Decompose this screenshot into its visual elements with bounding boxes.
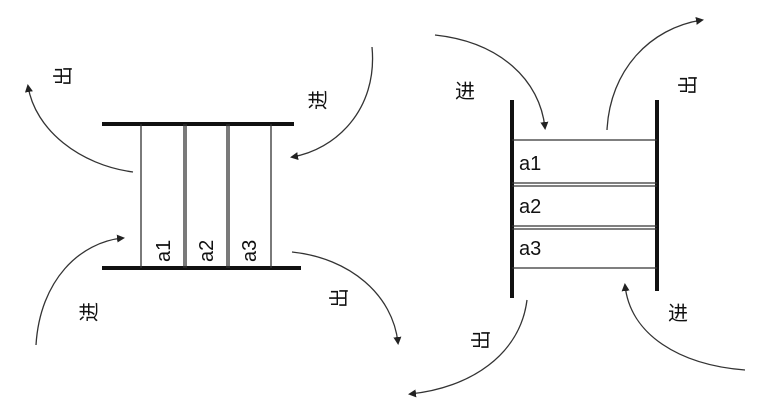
left-queue: a1 a2 a3 出 进 进 出: [24, 46, 402, 346]
label-in: 进: [455, 80, 475, 103]
label-out: 出: [52, 66, 75, 86]
arrow-in-top: [434, 34, 549, 130]
label-out: 出: [328, 288, 351, 308]
arrow-out-top: [24, 84, 134, 173]
right-queue: a1 a2 a3 进 出 出 进: [408, 16, 746, 398]
cell-a2: a2: [519, 196, 541, 218]
arrow-out-bottom: [291, 251, 402, 345]
label-in: 进: [307, 90, 330, 110]
arrow-in-bottom: [621, 283, 746, 371]
label-in: 进: [78, 302, 101, 322]
cell-a2: a2: [196, 240, 218, 262]
cell-a3: a3: [519, 238, 541, 260]
label-out: 出: [470, 330, 493, 350]
cell-a1: a1: [519, 153, 541, 175]
label-out: 出: [677, 75, 700, 95]
arrow-in-top: [290, 46, 374, 160]
arrow-in-bottom: [35, 234, 125, 346]
arrow-out-top: [606, 16, 704, 131]
cell-a1: a1: [153, 240, 175, 262]
cell-a3: a3: [239, 240, 261, 262]
arrow-out-bottom: [408, 299, 528, 398]
label-in: 进: [668, 302, 688, 325]
